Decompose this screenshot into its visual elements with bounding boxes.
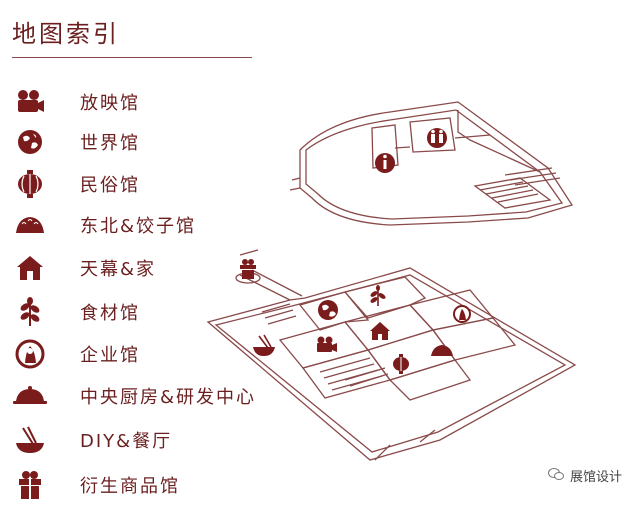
- dumpling-icon: [12, 209, 48, 241]
- legend-item-world[interactable]: 世界馆: [12, 124, 302, 160]
- map-marker-leaf[interactable]: [369, 285, 386, 306]
- map-marker-gift[interactable]: [240, 259, 256, 279]
- upper-marker-restroom[interactable]: [427, 128, 447, 148]
- watermark-text: 展馆设计: [569, 470, 622, 485]
- upper-marker-info[interactable]: [375, 153, 395, 173]
- map-marker-bowl[interactable]: [253, 334, 275, 356]
- bowl-chopsticks-icon: [12, 424, 48, 456]
- wechat-icon: [547, 467, 564, 485]
- legend-label: 食材馆: [80, 303, 140, 324]
- house-icon: [12, 252, 48, 284]
- gift-icon: [12, 469, 48, 501]
- dish-cover-icon: [12, 380, 48, 412]
- camera-icon: [12, 86, 48, 118]
- legend-label: 民俗馆: [80, 175, 140, 196]
- legend-label: 天幕&家: [80, 259, 157, 280]
- leaf-icon: [12, 296, 48, 328]
- legend-item-gift[interactable]: 衍生商品馆: [12, 467, 302, 503]
- page-title: 地图索引: [12, 20, 120, 48]
- legend-label: 中央厨房&研发中心: [80, 387, 257, 408]
- legend-item-kitchen[interactable]: 中央厨房&研发中心: [12, 378, 302, 414]
- legend-label: 世界馆: [80, 133, 140, 154]
- map-marker-globe[interactable]: [318, 300, 338, 320]
- globe-icon: [12, 126, 48, 158]
- legend-item-dumpling[interactable]: 东北&饺子馆: [12, 207, 302, 243]
- portrait-icon: [12, 338, 48, 370]
- map-marker-dumpling[interactable]: [431, 345, 453, 356]
- legend-item-folk[interactable]: 民俗馆: [12, 166, 302, 202]
- map-marker-house[interactable]: [370, 322, 390, 340]
- upper-floor-outline: [299, 101, 574, 226]
- legend-label: 放映馆: [80, 93, 140, 114]
- map-marker-lantern[interactable]: [393, 354, 409, 374]
- legend-label: 企业馆: [80, 345, 140, 366]
- legend-label: 东北&饺子馆: [80, 216, 197, 237]
- title-divider: [12, 57, 252, 58]
- legend-item-ingredients[interactable]: 食材馆: [12, 294, 302, 330]
- legend-item-diy[interactable]: DIY&餐厅: [12, 422, 302, 458]
- map-marker-portrait[interactable]: [453, 305, 471, 323]
- map-marker-camera[interactable]: [317, 336, 337, 353]
- legend-item-cinema[interactable]: 放映馆: [12, 84, 302, 120]
- legend-label: 衍生商品馆: [80, 476, 180, 497]
- legend-item-home[interactable]: 天幕&家: [12, 250, 302, 286]
- lantern-icon: [12, 168, 48, 200]
- watermark: 展馆设计: [547, 466, 622, 485]
- legend-label: DIY&餐厅: [80, 431, 173, 452]
- legend-item-enterprise[interactable]: 企业馆: [12, 336, 302, 372]
